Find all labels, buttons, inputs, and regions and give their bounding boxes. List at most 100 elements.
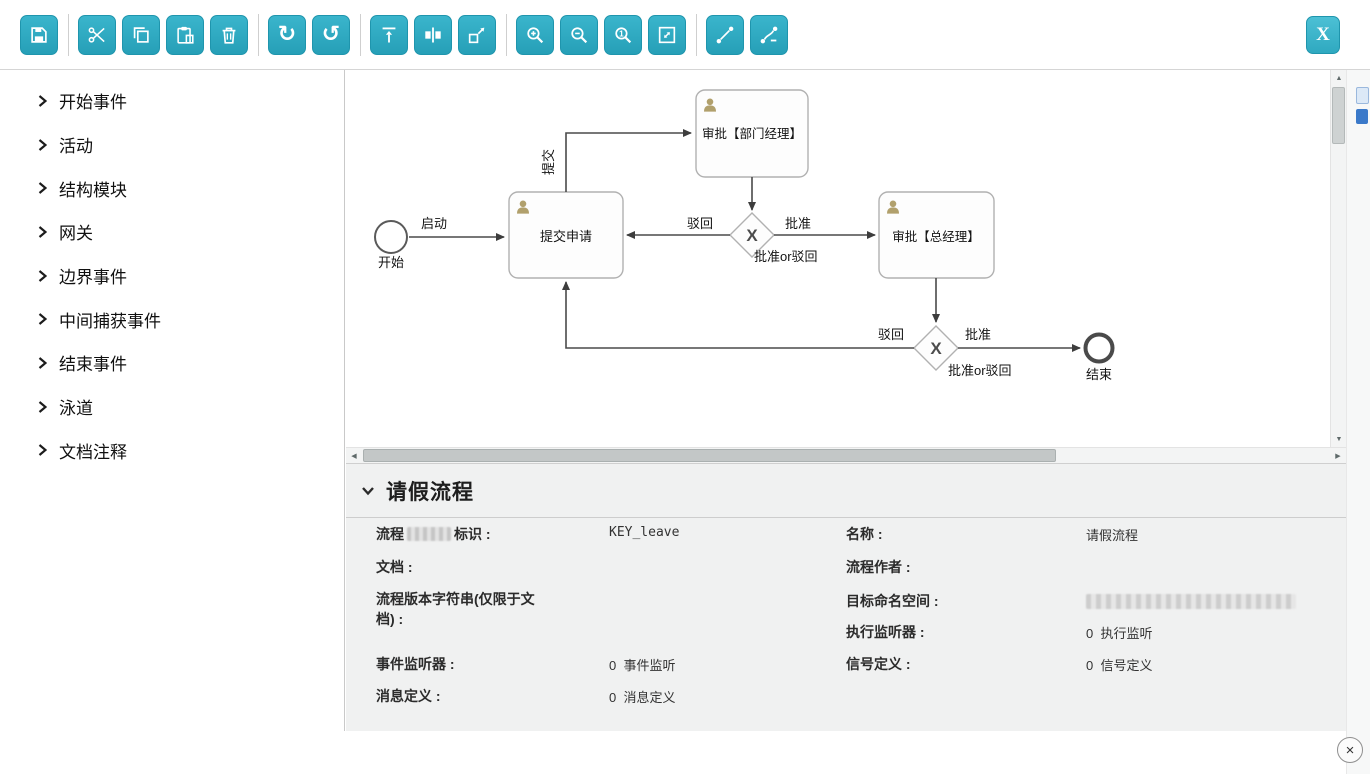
zoom-out-button[interactable] (560, 14, 598, 55)
sidebar-item-boundary-events[interactable]: 边界事件 (0, 254, 344, 298)
task-submit[interactable]: 提交申请 (508, 191, 624, 279)
scissors-icon (88, 26, 105, 43)
paste-button[interactable] (166, 14, 204, 55)
chevron-right-icon (38, 182, 47, 195)
gateway-1[interactable]: X (729, 212, 775, 258)
flow-reject2[interactable] (562, 281, 914, 349)
sidebar-item-start-events[interactable]: 开始事件 (0, 79, 344, 123)
browser-edge-strip (1346, 70, 1370, 774)
chevron-right-icon (38, 138, 47, 151)
property-value[interactable]: 0 事件监听 (609, 658, 676, 673)
align-top-button[interactable] (370, 14, 408, 55)
connection-new-icon (716, 26, 734, 43)
diagram-canvas[interactable]: 开始 启动 提交申请 提交 审批【部门经理】 X 批准or驳回 驳回 批准 (346, 70, 1346, 463)
toolbar-separator (258, 13, 259, 56)
save-button[interactable] (20, 14, 58, 55)
svg-text:提交申请: 提交申请 (540, 229, 592, 244)
property-label: 文档 : (376, 559, 413, 575)
property-row-signal-definitions: 信号定义 : 0 信号定义 (846, 654, 1331, 686)
property-value[interactable]: 0 执行监听 (1086, 626, 1153, 641)
fit-canvas-icon (658, 26, 676, 43)
vertical-scroll-thumb[interactable] (1332, 87, 1345, 144)
sidebar-item-swimlanes[interactable]: 泳道 (0, 385, 344, 429)
chevron-right-icon (38, 313, 47, 326)
gateway-label: 批准or驳回 (948, 363, 1012, 378)
connection-new-button[interactable] (706, 14, 744, 55)
same-size-button[interactable] (458, 14, 496, 55)
resize-icon (468, 27, 485, 43)
redo-button[interactable]: ↻ (268, 14, 306, 55)
sidebar-item-intermediate-catching-events[interactable]: 中间捕获事件 (0, 297, 344, 341)
zoom-actual-button[interactable]: 1 (604, 14, 642, 55)
properties-left-column: 流程标识 : KEY_leave 文档 : 流程版本字符串(仅限于文档) : 事… (376, 524, 821, 718)
chevron-right-icon (38, 357, 47, 369)
property-label: 流程作者 : (846, 559, 911, 575)
close-page-button[interactable]: × (1337, 737, 1363, 763)
align-top-icon (382, 26, 396, 43)
end-event[interactable]: 结束 (1083, 332, 1115, 383)
align-center-button[interactable] (414, 14, 452, 55)
connection-remove-button[interactable] (750, 14, 788, 55)
close-editor-button[interactable]: X (1306, 15, 1340, 54)
sidebar-item-artifacts[interactable]: 文档注释 (0, 429, 344, 473)
task-general-manager[interactable]: 审批【总经理】 (878, 191, 995, 279)
svg-text:开始: 开始 (378, 255, 404, 270)
flow-label: 驳回 (878, 327, 904, 342)
horizontal-scroll-thumb[interactable] (363, 449, 1056, 462)
task-dept-manager[interactable]: 审批【部门经理】 (695, 89, 809, 178)
start-event[interactable]: 开始 (374, 220, 408, 270)
flow-label: 启动 (421, 216, 447, 231)
flow-submit[interactable] (565, 129, 692, 192)
undo-icon: ↺ (321, 21, 341, 47)
scroll-right-button[interactable]: ▶ (1335, 453, 1341, 460)
property-row-message-definitions: 消息定义 : 0 消息定义 (376, 686, 821, 718)
scroll-left-button[interactable]: ◀ (351, 453, 357, 460)
fit-canvas-button[interactable] (648, 14, 686, 55)
undo-button[interactable]: ↺ (312, 14, 350, 55)
property-row-documentation: 文档 : (376, 557, 821, 589)
property-value[interactable] (1086, 591, 1296, 612)
sidebar-item-activities[interactable]: 活动 (0, 123, 344, 167)
palette-sidebar: 开始事件 活动 结构模块 网关 边界事件 中间捕获事件 结束事件 泳道 文档注释 (0, 70, 345, 731)
chevron-down-icon (362, 486, 374, 495)
redo-icon: ↻ (277, 21, 297, 47)
toolbar-separator (360, 13, 361, 56)
connection-remove-icon (760, 26, 778, 43)
vertical-scrollbar[interactable]: ▲ ▼ (1330, 70, 1346, 447)
gateway-label: 批准or驳回 (754, 249, 818, 264)
gateway-2[interactable]: X (913, 325, 959, 371)
scroll-up-button[interactable]: ▲ (1335, 74, 1343, 82)
scroll-down-button[interactable]: ▼ (1335, 435, 1343, 443)
properties-right-column: 名称 : 请假流程 流程作者 : 目标命名空间 : 执行监听器 : 0 执行监听… (846, 524, 1331, 686)
zoom-in-icon (527, 26, 544, 43)
property-row-process-key: 流程标识 : KEY_leave (376, 524, 821, 557)
property-label: 流程版本字符串(仅限于文档) : (376, 591, 535, 628)
svg-text:结束: 结束 (1086, 367, 1112, 382)
flow-label: 批准 (785, 216, 811, 231)
zoom-in-button[interactable] (516, 14, 554, 55)
sidebar-item-end-events[interactable]: 结束事件 (0, 341, 344, 385)
sidebar-item-structural[interactable]: 结构模块 (0, 166, 344, 210)
chevron-right-icon (38, 226, 47, 238)
sidebar-item-gateways[interactable]: 网关 (0, 210, 344, 254)
horizontal-scrollbar[interactable]: ◀ ▶ (346, 447, 1346, 463)
property-value[interactable]: 请假流程 (1086, 528, 1139, 543)
copy-button[interactable] (122, 14, 160, 55)
delete-button[interactable] (210, 14, 248, 55)
property-label: 事件监听器 : (376, 656, 455, 672)
property-label: 目标命名空间 : (846, 593, 939, 609)
property-value[interactable]: 0 信号定义 (1086, 658, 1153, 673)
property-row-event-listeners: 事件监听器 : 0 事件监听 (376, 654, 821, 686)
zoom-out-icon (571, 26, 588, 43)
toolbar-separator (68, 13, 69, 56)
property-label: 名称 : (846, 526, 883, 542)
svg-text:X: X (930, 339, 942, 358)
property-value[interactable]: KEY_leave (609, 525, 680, 540)
property-label: 流程标识 : (376, 526, 491, 542)
properties-panel: 请假流程 流程标识 : KEY_leave 文档 : 流程版本字符串(仅限于文档… (346, 463, 1346, 731)
cut-button[interactable] (78, 14, 116, 55)
property-value[interactable]: 0 消息定义 (609, 690, 676, 705)
property-row-author: 流程作者 : (846, 557, 1331, 591)
toolbar-separator (696, 13, 697, 56)
properties-header[interactable]: 请假流程 (346, 464, 1346, 518)
